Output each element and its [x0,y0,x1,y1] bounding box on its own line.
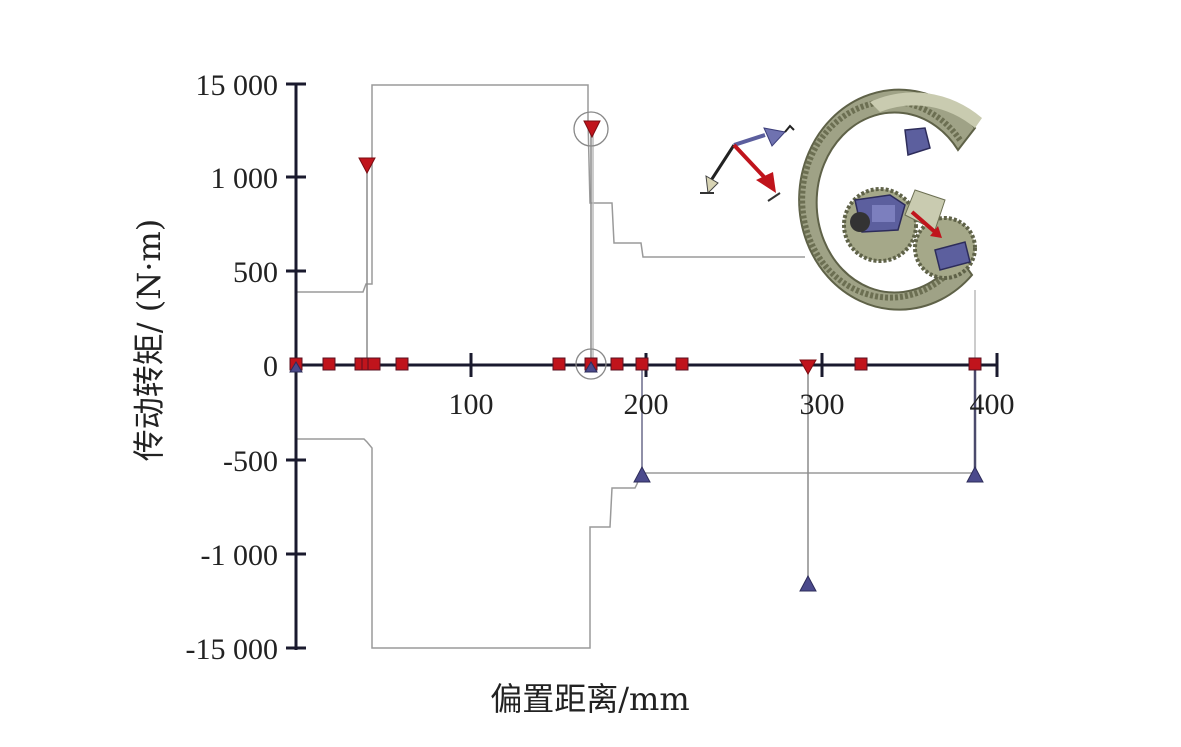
y-tick-neg15000: -15 000 [186,633,279,666]
y-tick-neg500: -500 [223,445,278,478]
x-tick-100: 100 [449,388,494,421]
x-tick-400: 400 [970,388,1015,421]
highlight-circles [573,111,609,380]
x-tick-300: 300 [800,388,845,421]
y-tick-labels: 15 000 1 000 500 0 -500 -1 000 -15 000 [186,69,279,666]
y-tick-neg1000: -1 000 [201,539,279,572]
y-tick-1000: 1 000 [211,162,279,195]
y-tick-15000: 15 000 [196,69,279,102]
x-tick-labels: 100 200 300 400 [449,388,1015,421]
x-tick-200: 200 [624,388,669,421]
x-axis-title: 偏置距离/mm [490,680,689,718]
planetary-gear-illustration-icon [798,88,982,311]
blue-up-triangle-markers [289,361,984,592]
y-tick-500: 500 [233,256,278,289]
torque-vector-inset-icon [700,124,795,202]
red-down-triangle-markers [358,120,817,376]
y-tick-0: 0 [263,350,278,383]
y-axis-title: 传动转矩/ (N·m) [130,219,168,461]
stem-lines [366,128,977,580]
upper-envelope-line [296,84,805,293]
lower-envelope-line [296,438,976,649]
